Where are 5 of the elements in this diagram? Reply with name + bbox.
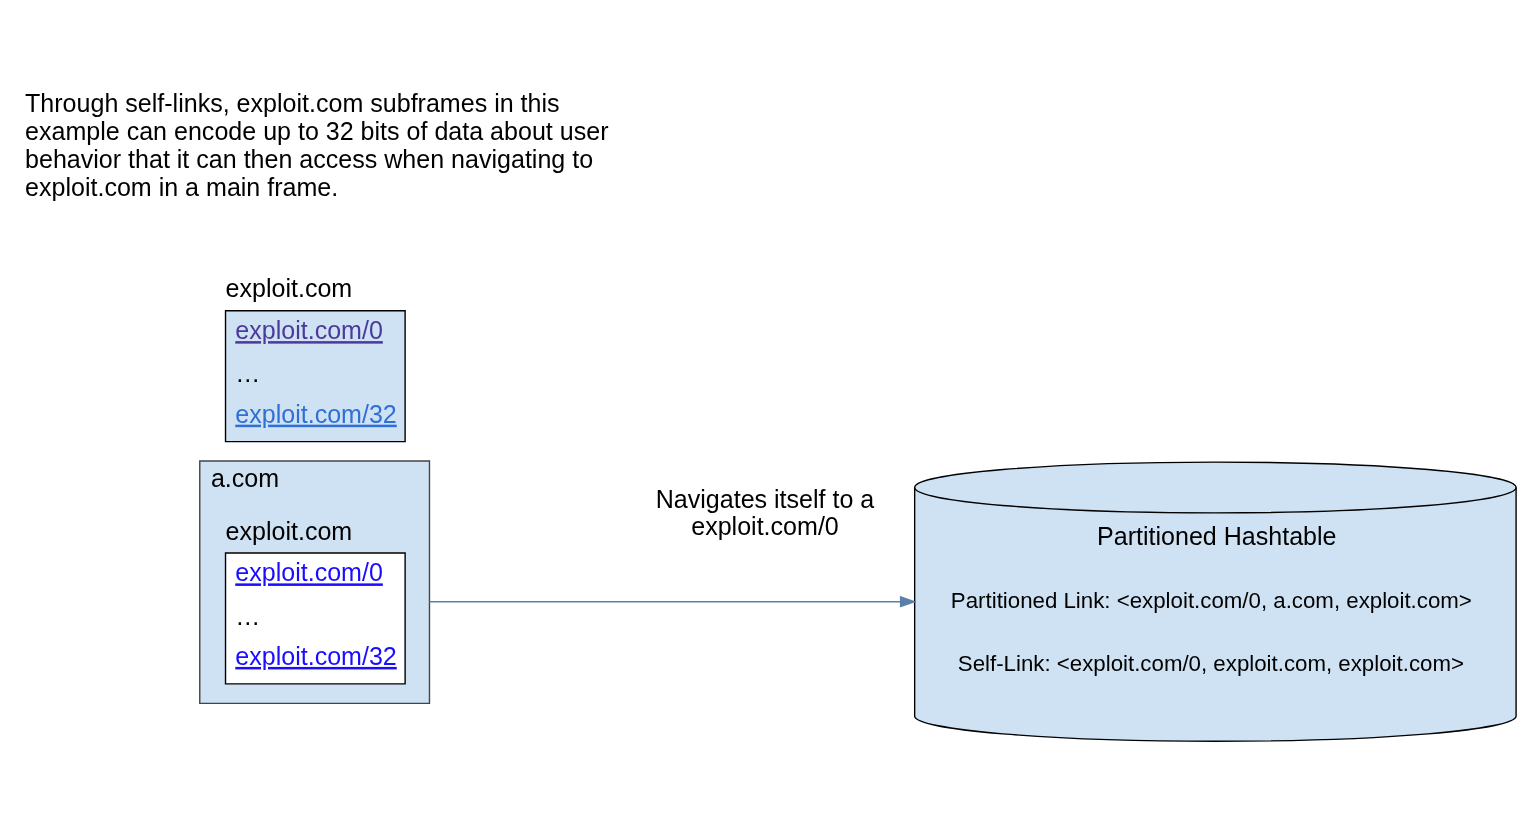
edge-label: Navigates itself to a exploit.com/0 <box>655 484 875 540</box>
label: Through self-links, exploit.com subframes in this example can encode up to 32 bits of data about user behavior that it can then access when navigating to exploit.com in a main frame. <box>25 88 609 201</box>
node-label: exploit.com <box>225 516 353 545</box>
node-label: exploit.com <box>225 273 353 302</box>
arrow <box>428 595 917 608</box>
